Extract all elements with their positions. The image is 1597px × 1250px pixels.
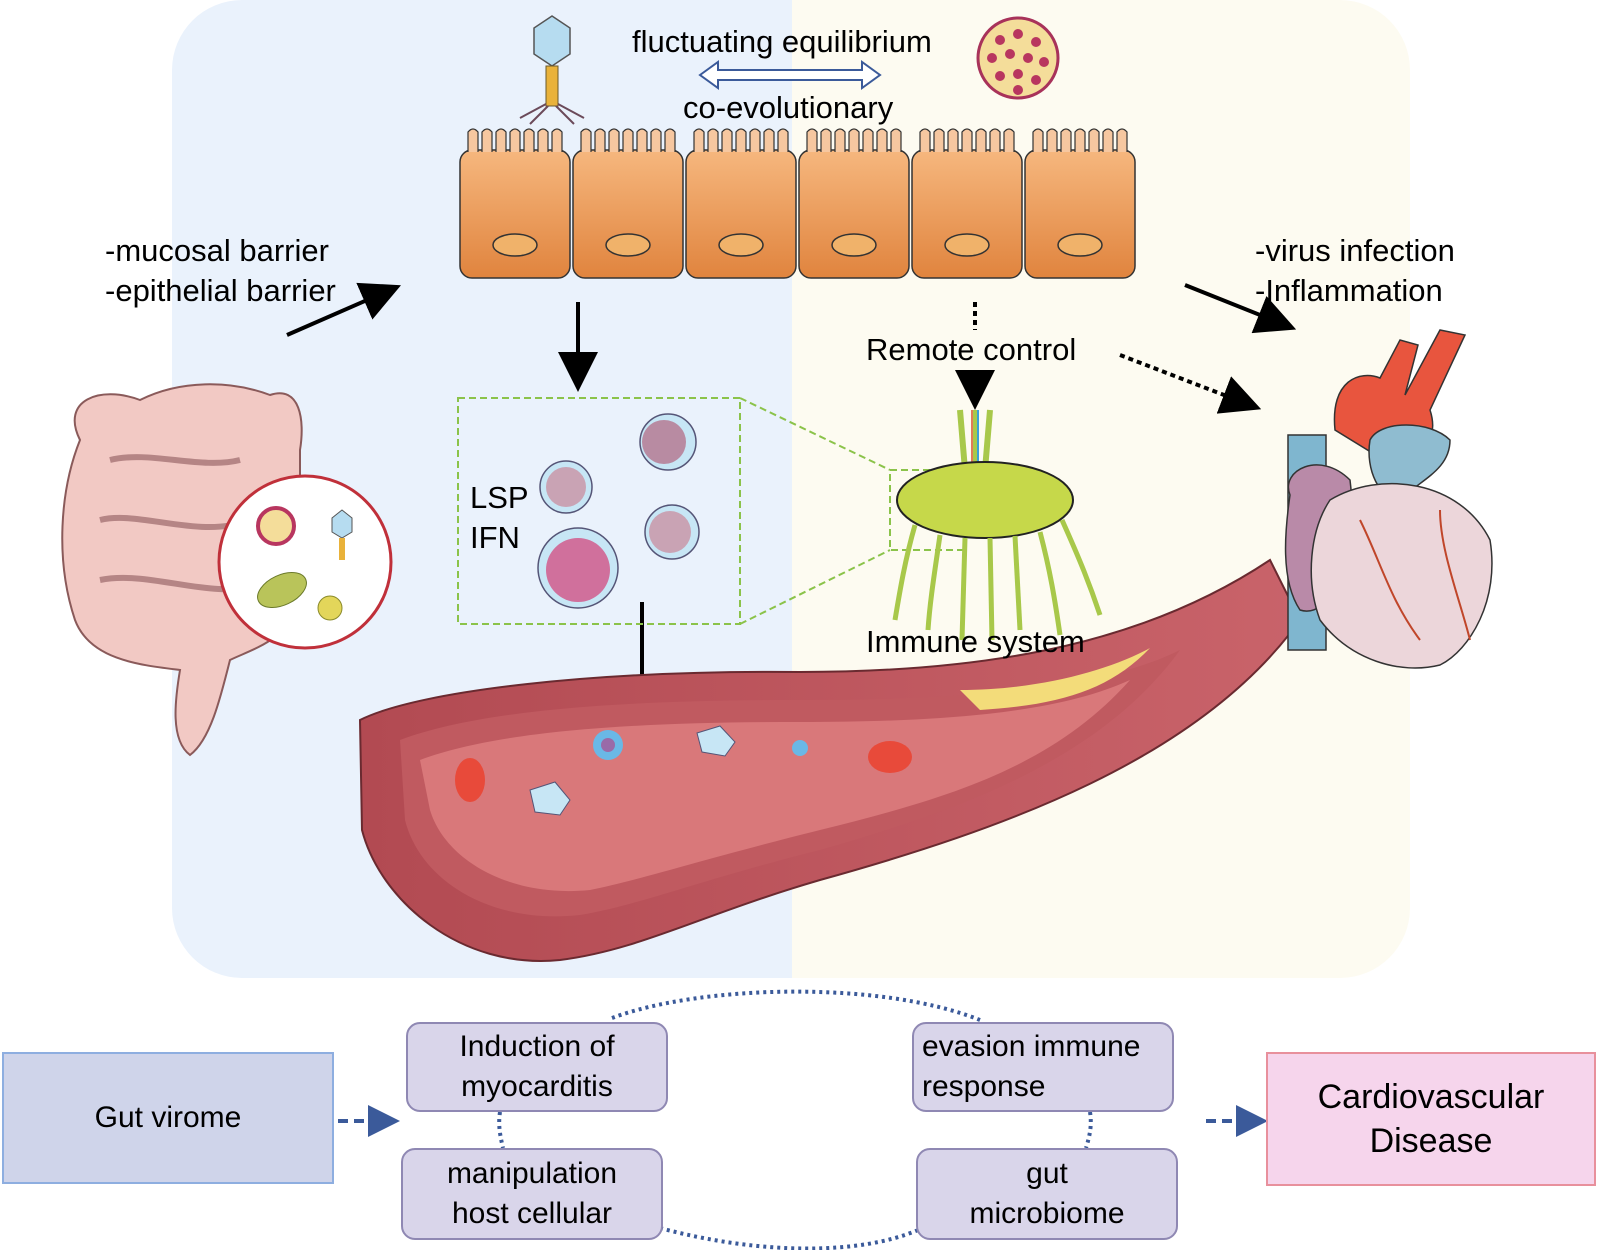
- epithelial-cell: [1024, 128, 1136, 279]
- heart-icon: [1284, 329, 1493, 669]
- immune-cells-zoom-box: [457, 397, 741, 625]
- marker-label-lsp: LSP: [470, 480, 529, 515]
- immune-system-label: Immune system: [866, 624, 1085, 659]
- effect-label-virus-infection: -virus infection: [1255, 233, 1455, 268]
- mechanism-line: microbiome: [969, 1197, 1125, 1230]
- disease-label-line: Disease: [1369, 1122, 1493, 1160]
- gut-microbes-inset: [217, 474, 393, 650]
- barrier-label-mucosal: -mucosal barrier: [105, 233, 329, 268]
- disease-label-line: Cardiovascular: [1317, 1078, 1545, 1116]
- remote-control-label: Remote control: [866, 332, 1077, 367]
- bidirectional-arrow-icon: [698, 60, 882, 90]
- barrier-label-epithelial: -epithelial barrier: [105, 273, 336, 308]
- mechanism-line: manipulation: [446, 1157, 618, 1190]
- remote-to-heart-arrow: [1119, 353, 1262, 414]
- mechanism-line: myocarditis: [461, 1070, 613, 1103]
- epithelial-cell: [685, 128, 797, 279]
- cell-nucleus: [944, 233, 990, 257]
- intestinal-epithelium: [459, 128, 1136, 279]
- intestine-icon: [61, 383, 303, 757]
- mechanism-cycle-left: [497, 1111, 505, 1149]
- blood-vessel-cross-section: [358, 558, 1302, 962]
- epithelial-cell: [911, 128, 1023, 279]
- bacteriophage-icon: [519, 15, 585, 125]
- zoom-connector: [739, 549, 891, 625]
- gut-virome-box: Gut virome: [2, 1052, 334, 1184]
- marker-label-ifn: IFN: [470, 520, 520, 555]
- coevolution-label: co-evolutionary: [683, 90, 894, 125]
- mechanism-node: manipulation host cellular: [401, 1148, 663, 1240]
- epithelial-cell: [459, 128, 571, 279]
- cell-nucleus: [492, 233, 538, 257]
- epithelial-cell: [572, 128, 684, 279]
- mechanism-node: evasion immune response: [912, 1022, 1174, 1112]
- mechanism-line: evasion immune: [922, 1030, 1141, 1063]
- cell-nucleus: [831, 233, 877, 257]
- cell-nucleus: [718, 233, 764, 257]
- mechanism-line: Induction of: [459, 1030, 615, 1063]
- mechanism-line: gut: [1026, 1157, 1068, 1190]
- effect-label-inflammation: -Inflammation: [1255, 273, 1443, 308]
- mechanism-cycle-bottom: [659, 1226, 919, 1250]
- equilibrium-label: fluctuating equilibrium: [632, 24, 932, 59]
- barrier-arrow: [286, 282, 401, 337]
- mechanism-node: gut microbiome: [916, 1148, 1178, 1240]
- virus-particle-icon: [976, 16, 1060, 100]
- mechanism-line: host cellular: [451, 1197, 613, 1230]
- gut-virome-label: Gut virome: [94, 1101, 242, 1134]
- mechanism-cycle-top: [611, 989, 981, 1022]
- epithelial-cell: [798, 128, 910, 279]
- mechanism-node: Induction of myocarditis: [406, 1022, 668, 1112]
- mechanism-line: response: [922, 1070, 1046, 1103]
- cell-nucleus: [605, 233, 651, 257]
- zoom-connector: [739, 397, 891, 471]
- cardiovascular-disease-box: Cardiovascular Disease: [1266, 1052, 1596, 1186]
- lymph-node-icon: [892, 409, 1103, 641]
- cell-nucleus: [1057, 233, 1103, 257]
- lymphocytes-inset: [537, 413, 700, 609]
- infection-arrow: [1184, 283, 1297, 334]
- mechanism-cycle-right: [1084, 1111, 1093, 1149]
